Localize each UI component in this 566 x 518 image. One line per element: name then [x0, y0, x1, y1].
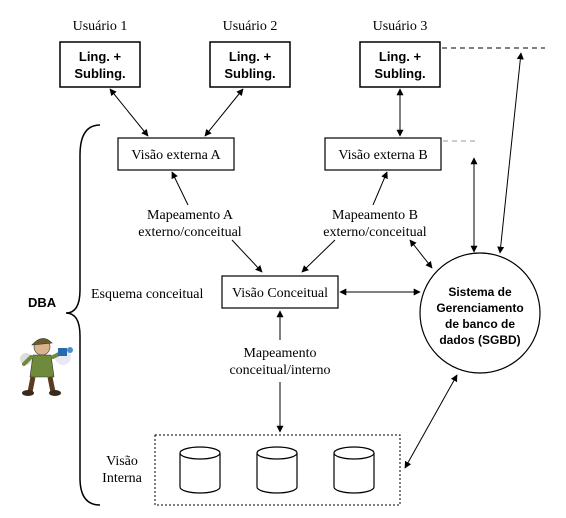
lang-box-2: Ling. + Subling.	[209, 41, 291, 88]
lang-box-2-line-1: Ling. +	[229, 49, 272, 64]
sgbd-circle: Sistema de Gerenciamento de banco de dad…	[419, 252, 541, 374]
dba-person-icon	[20, 338, 73, 396]
mapping-b-line-2: externo/conceitual	[323, 225, 427, 240]
conceptual-view-label: Visão Conceitual	[232, 286, 328, 301]
lang-box-1-line-2: Subling.	[74, 66, 125, 81]
external-view-a-box: Visão externa A	[117, 137, 235, 171]
mapping-ci-line-2: conceitual/interno	[229, 363, 330, 378]
dba-brace	[65, 124, 101, 506]
schema-label: Esquema conceitual	[91, 287, 203, 302]
mapping-a-line-1: Mapeamento A	[147, 208, 234, 223]
external-view-a-label: Visão externa A	[131, 148, 221, 163]
dba-label: DBA	[28, 295, 57, 310]
database-cylinder-1	[179, 446, 221, 494]
lang-box-1: Ling. + Subling.	[59, 41, 141, 88]
arrow-mapping-b-to-sgbd	[409, 239, 433, 269]
mapping-b-line-1: Mapeamento B	[332, 208, 418, 223]
user-3-label: Usuário 3	[373, 19, 428, 34]
lang-box-3-line-1: Ling. +	[379, 49, 422, 64]
user-2-label: Usuário 2	[223, 19, 278, 34]
database-cylinder-3	[333, 446, 375, 494]
arrow-view-b-up	[372, 171, 388, 206]
conceptual-view-box: Visão Conceitual	[221, 275, 339, 309]
lang-box-1-line-1: Ling. +	[79, 49, 122, 64]
arrow-mapping-b-down	[301, 239, 336, 273]
sgbd-line-1: Sistema de	[448, 285, 512, 299]
internal-view-box	[154, 434, 401, 506]
arrow-view-a-up	[171, 171, 189, 206]
arrow-sgbd-to-internal	[404, 374, 458, 469]
sgbd-line-4: dados (SGBD)	[439, 333, 520, 347]
arrow-lang1-to-view-a	[109, 88, 149, 137]
database-cylinder-2	[256, 446, 298, 494]
sgbd-line-3: de banco de	[445, 317, 515, 331]
lang-box-3: Ling. + Subling.	[359, 41, 441, 88]
internal-view-line-1: Visão	[106, 454, 138, 469]
arrow-mapping-a-down	[231, 239, 263, 273]
sgbd-line-2: Gerenciamento	[436, 301, 523, 315]
lang-box-2-line-2: Subling.	[224, 66, 275, 81]
mapping-a-line-2: externo/conceitual	[138, 225, 242, 240]
user-1-label: Usuário 1	[73, 19, 128, 34]
external-view-b-box: Visão externa B	[324, 137, 442, 171]
arrow-user3-to-sgbd	[497, 52, 524, 254]
external-view-b-label: Visão externa B	[338, 148, 427, 163]
internal-view-line-2: Interna	[102, 471, 142, 486]
mapping-ci-line-1: Mapeamento	[243, 346, 316, 361]
lang-box-3-line-2: Subling.	[374, 66, 425, 81]
arrow-lang2-to-view-a	[204, 88, 244, 137]
